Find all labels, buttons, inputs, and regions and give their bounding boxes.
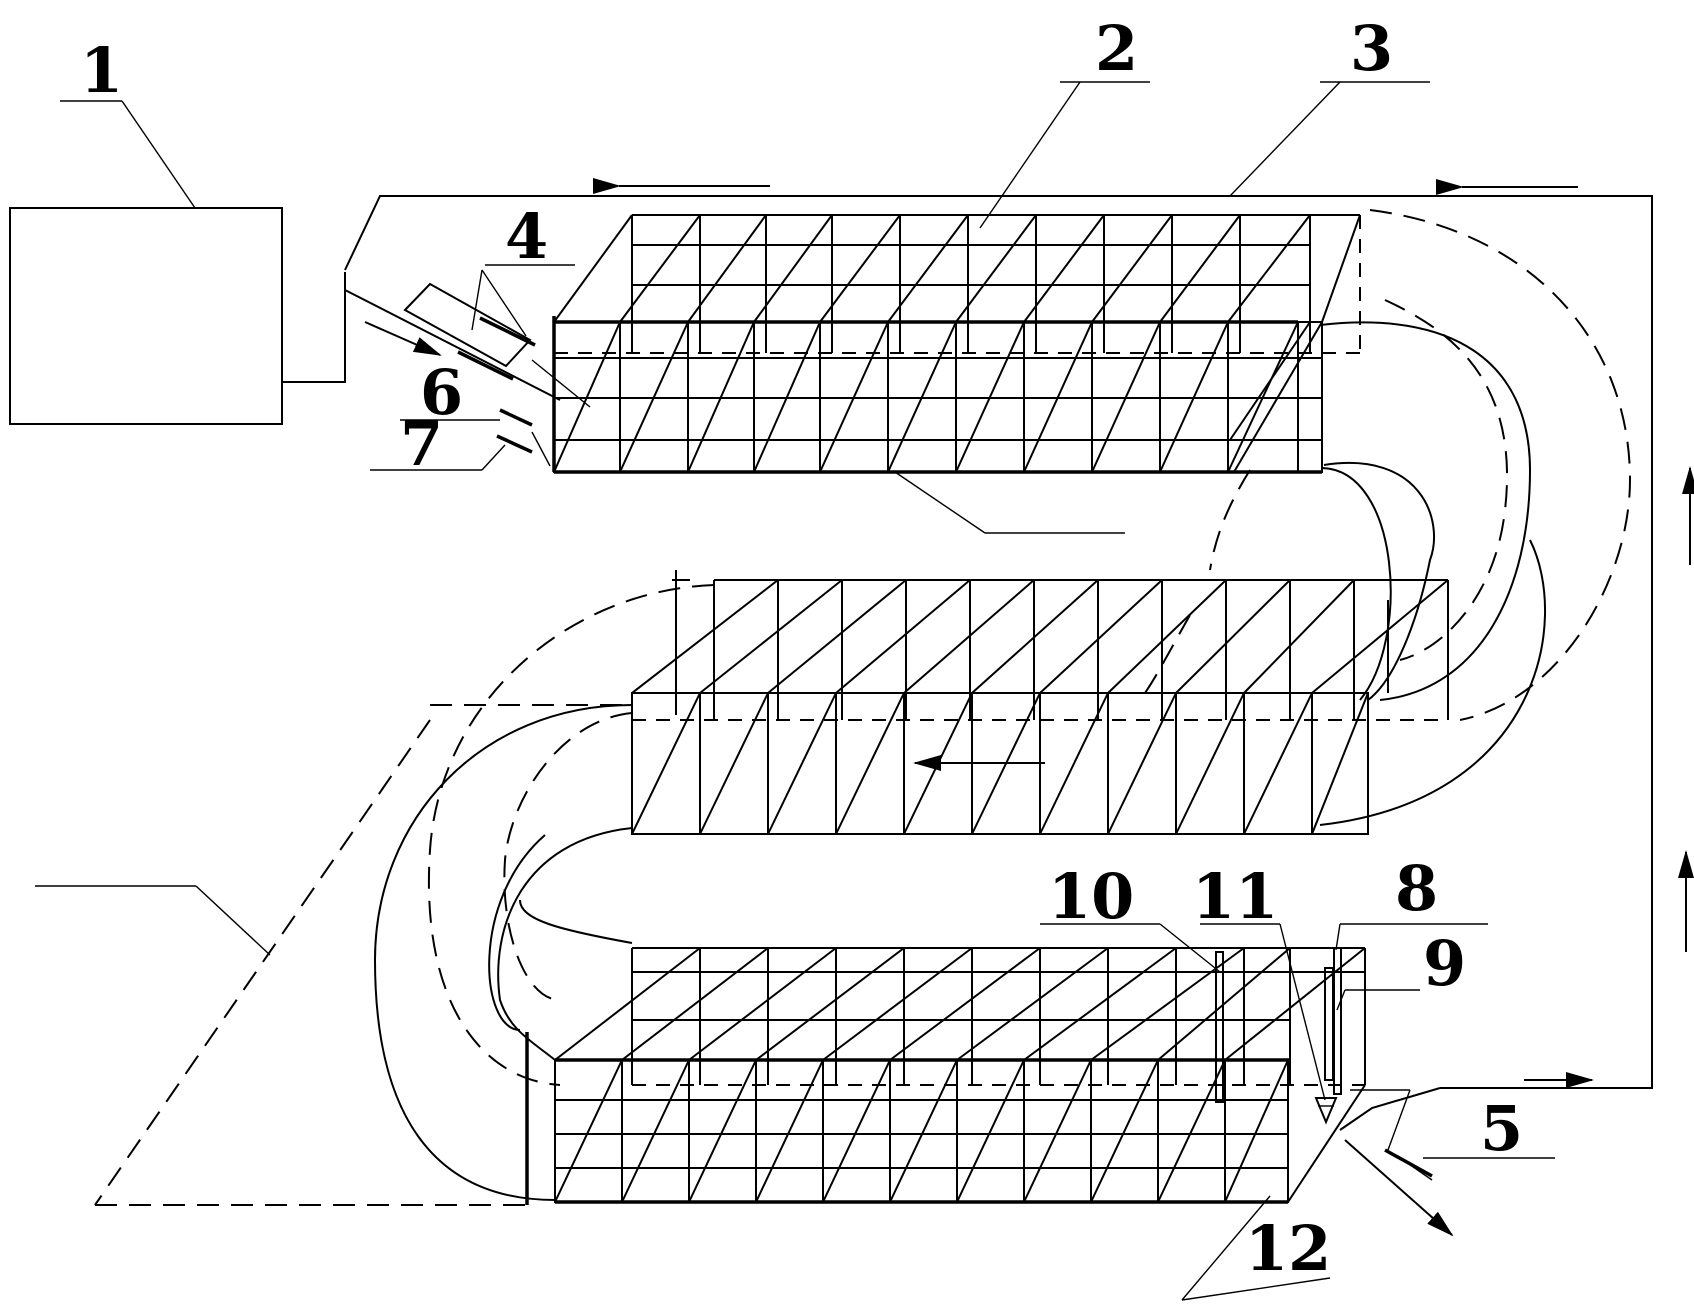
label-6: 6	[420, 356, 463, 429]
probe-9	[1324, 967, 1334, 1081]
control-box	[9, 207, 346, 425]
top-tank	[552, 214, 1368, 474]
label-5: 5	[1480, 1092, 1523, 1165]
valve-4a	[479, 316, 536, 347]
bottom-tank	[525, 947, 1366, 1205]
return-pipe	[344, 178, 1694, 1089]
label-4: 4	[505, 200, 548, 273]
serpentine-flow-dashed	[94, 209, 1632, 1206]
valve-4b	[457, 350, 514, 381]
probe-11	[1314, 1097, 1338, 1125]
leader-lines	[35, 81, 1555, 1301]
labels: 1 2 3 4 6 7 10 11 8 9 5 12	[80, 12, 1523, 1285]
label-7: 7	[400, 407, 443, 480]
valve-7	[496, 434, 533, 454]
valve-6	[499, 408, 533, 427]
serpentine-flow-solid	[373, 321, 1546, 1201]
label-1: 1	[80, 34, 123, 107]
outlet-pipe	[1339, 1087, 1454, 1237]
label-8: 8	[1395, 852, 1438, 925]
probe-10	[1215, 951, 1224, 1103]
label-2: 2	[1095, 12, 1138, 85]
label-12: 12	[1245, 1212, 1331, 1285]
label-10: 10	[1048, 860, 1134, 933]
label-11: 11	[1192, 860, 1278, 933]
inlet-pipe	[364, 269, 591, 467]
label-9: 9	[1423, 927, 1466, 1000]
middle-tank	[631, 570, 1449, 835]
label-3: 3	[1350, 12, 1393, 85]
